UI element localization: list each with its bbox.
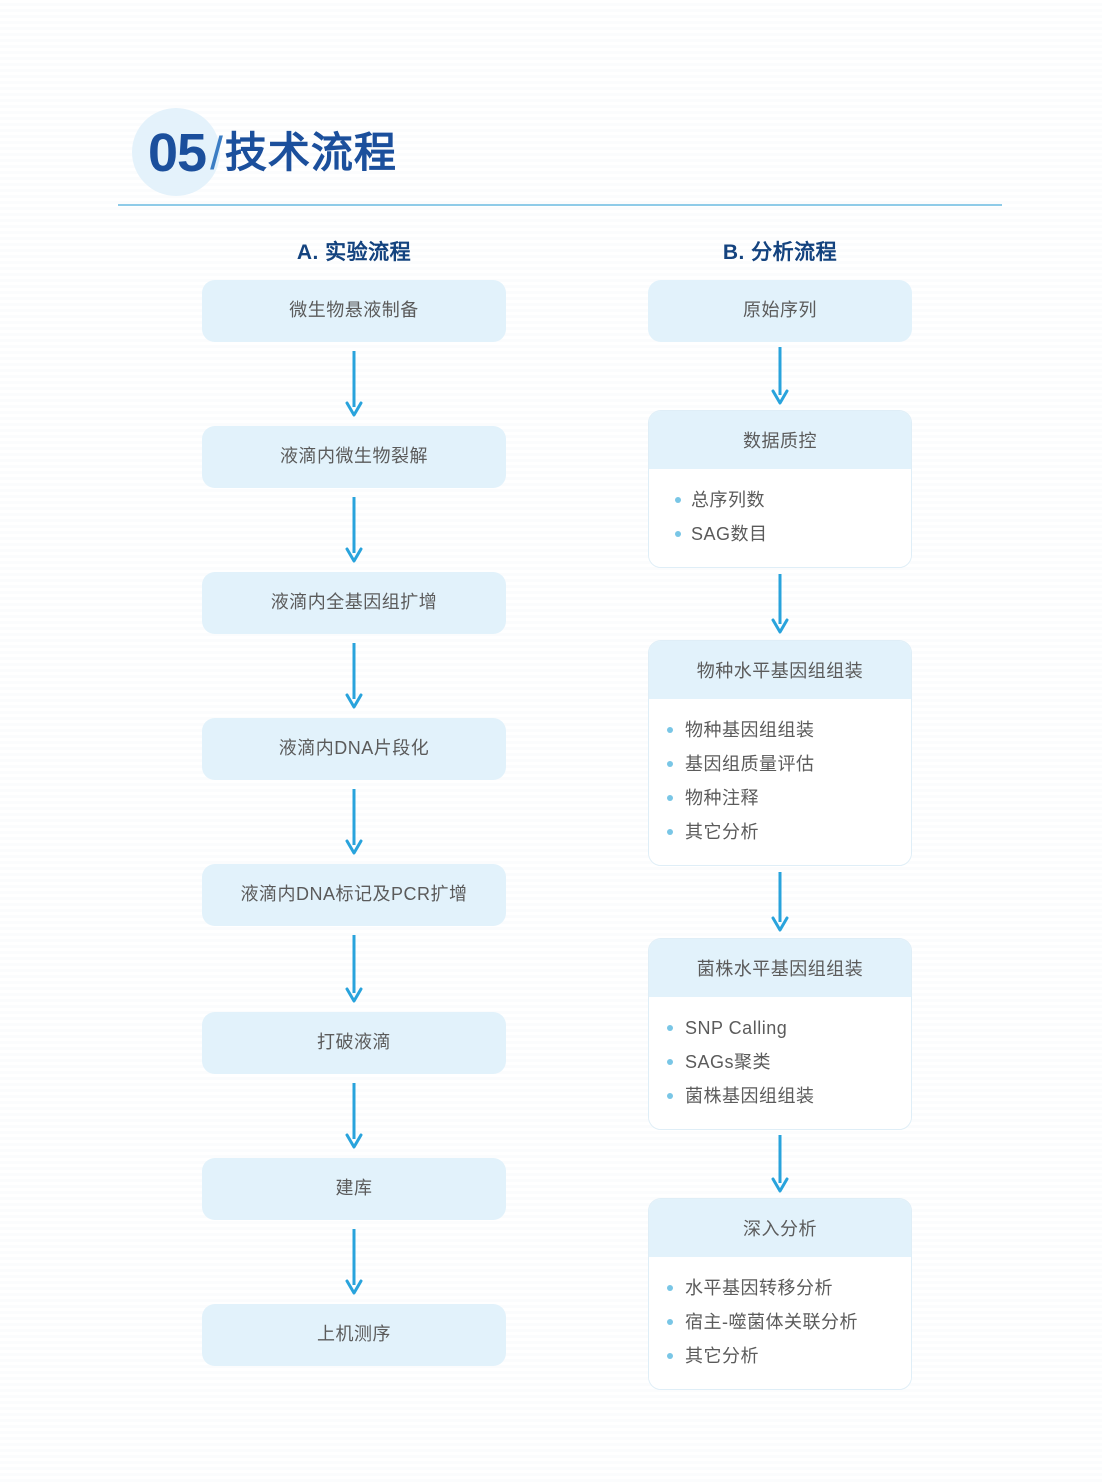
- bullet-dot-icon: [667, 795, 673, 801]
- bullet-dot-icon: [675, 531, 681, 537]
- section-number: 05: [148, 123, 207, 183]
- bullet-dot-icon: [667, 1059, 673, 1065]
- card-header: 数据质控: [649, 411, 911, 469]
- list-item-label: 基因组质量评估: [685, 754, 815, 774]
- arrow-down-icon: [202, 342, 506, 426]
- step-label: 打破液滴: [317, 1032, 391, 1053]
- bullet-dot-icon: [667, 727, 673, 733]
- step-box[interactable]: 微生物悬液制备: [202, 280, 506, 342]
- arrow-down-icon: [648, 1130, 912, 1198]
- header-text-group: 05 / 技术流程: [148, 114, 397, 192]
- bullet-dot-icon: [675, 497, 681, 503]
- step-label: 微生物悬液制备: [289, 300, 419, 321]
- column-analysis-flow: B. 分析流程 原始序列 数据质控 总序列数 SAG数目 物种水平基因组组装 物…: [648, 236, 912, 1390]
- bullet-dot-icon: [667, 1353, 673, 1359]
- card-title: 物种水平基因组组装: [696, 661, 864, 681]
- analysis-card[interactable]: 物种水平基因组组装 物种基因组组装 基因组质量评估 物种注释 其它分析: [648, 640, 912, 866]
- arrow-down-icon: [202, 488, 506, 572]
- header-circle-decoration: [132, 108, 220, 196]
- column-title-b: B. 分析流程: [722, 241, 838, 264]
- arrow-down-icon: [202, 634, 506, 718]
- card-item-list: 水平基因转移分析 宿主-噬菌体关联分析 其它分析: [649, 1271, 911, 1373]
- step-label: 上机测序: [317, 1324, 391, 1345]
- card-header: 菌株水平基因组组装: [649, 939, 911, 997]
- list-item[interactable]: 物种基因组组装: [649, 713, 911, 747]
- list-item-label: 其它分析: [685, 822, 759, 842]
- list-item[interactable]: 菌株基因组组装: [649, 1079, 911, 1113]
- analysis-card[interactable]: 数据质控 总序列数 SAG数目: [648, 410, 912, 568]
- analysis-card[interactable]: 深入分析 水平基因转移分析 宿主-噬菌体关联分析 其它分析: [648, 1198, 912, 1390]
- list-item-label: SNP Calling: [685, 1018, 788, 1038]
- page-title: 技术流程: [224, 129, 397, 176]
- step-label: 原始序列: [743, 300, 817, 321]
- card-item-list: SNP Calling SAGs聚类 菌株基因组组装: [649, 1011, 911, 1113]
- column-experimental-flow: A. 实验流程 微生物悬液制备 液滴内微生物裂解 液滴内全基因组扩增 液滴内DN…: [202, 236, 506, 1366]
- arrow-down-icon: [202, 926, 506, 1012]
- card-item-list: 总序列数 SAG数目: [649, 483, 911, 551]
- column-title-a: A. 实验流程: [296, 241, 412, 264]
- list-item[interactable]: 水平基因转移分析: [649, 1271, 911, 1305]
- arrow-down-icon: [202, 1074, 506, 1158]
- step-label: 液滴内DNA片段化: [278, 738, 430, 759]
- card-title: 数据质控: [743, 431, 817, 451]
- list-item[interactable]: SAGs聚类: [649, 1045, 911, 1079]
- list-item[interactable]: 其它分析: [649, 815, 911, 849]
- list-item[interactable]: SAG数目: [649, 517, 911, 551]
- card-item-list: 物种基因组组装 基因组质量评估 物种注释 其它分析: [649, 713, 911, 849]
- bullet-dot-icon: [667, 1285, 673, 1291]
- card-header: 深入分析: [649, 1199, 911, 1257]
- list-item[interactable]: 宿主-噬菌体关联分析: [649, 1305, 911, 1339]
- list-item[interactable]: SNP Calling: [649, 1011, 911, 1045]
- card-body: SNP Calling SAGs聚类 菌株基因组组装: [649, 997, 911, 1129]
- step-box[interactable]: 液滴内DNA片段化: [202, 718, 506, 780]
- step-label: 建库: [335, 1178, 373, 1199]
- analysis-card[interactable]: 菌株水平基因组组装 SNP Calling SAGs聚类 菌株基因组组装: [648, 938, 912, 1130]
- list-item-label: 总序列数: [691, 490, 765, 510]
- step-box[interactable]: 建库: [202, 1158, 506, 1220]
- step-box[interactable]: 液滴内DNA标记及PCR扩增: [202, 864, 506, 926]
- step-box[interactable]: 打破液滴: [202, 1012, 506, 1074]
- step-box[interactable]: 液滴内全基因组扩增: [202, 572, 506, 634]
- bullet-dot-icon: [667, 1093, 673, 1099]
- arrow-down-icon: [648, 342, 912, 410]
- arrow-down-icon: [648, 568, 912, 640]
- list-item[interactable]: 其它分析: [649, 1339, 911, 1373]
- card-body: 总序列数 SAG数目: [649, 469, 911, 567]
- list-item[interactable]: 基因组质量评估: [649, 747, 911, 781]
- card-header: 物种水平基因组组装: [649, 641, 911, 699]
- bullet-dot-icon: [667, 1025, 673, 1031]
- bullet-dot-icon: [667, 1319, 673, 1325]
- list-item[interactable]: 物种注释: [649, 781, 911, 815]
- arrow-down-icon: [648, 866, 912, 938]
- list-item-label: 宿主-噬菌体关联分析: [685, 1312, 858, 1332]
- list-item-label: SAG数目: [691, 524, 768, 544]
- card-body: 水平基因转移分析 宿主-噬菌体关联分析 其它分析: [649, 1257, 911, 1389]
- header-divider: [118, 204, 1002, 206]
- section-header: 05 / 技术流程: [118, 98, 1002, 208]
- step-box[interactable]: 液滴内微生物裂解: [202, 426, 506, 488]
- list-item-label: SAGs聚类: [685, 1052, 772, 1072]
- bullet-dot-icon: [667, 829, 673, 835]
- card-title: 深入分析: [743, 1219, 817, 1239]
- card-body: 物种基因组组装 基因组质量评估 物种注释 其它分析: [649, 699, 911, 865]
- header-slash-separator: /: [210, 127, 223, 179]
- list-item-label: 水平基因转移分析: [685, 1278, 833, 1298]
- step-label: 液滴内DNA标记及PCR扩增: [240, 884, 468, 905]
- arrow-down-icon: [202, 780, 506, 864]
- list-item-label: 菌株基因组组装: [685, 1086, 815, 1106]
- list-item-label: 其它分析: [685, 1346, 759, 1366]
- step-label: 液滴内微生物裂解: [280, 446, 428, 467]
- step-label: 液滴内全基因组扩增: [270, 592, 438, 613]
- step-box[interactable]: 原始序列: [648, 280, 912, 342]
- list-item-label: 物种注释: [685, 788, 759, 808]
- arrow-down-icon: [202, 1220, 506, 1304]
- list-item-label: 物种基因组组装: [685, 720, 815, 740]
- step-box[interactable]: 上机测序: [202, 1304, 506, 1366]
- bullet-dot-icon: [667, 761, 673, 767]
- card-title: 菌株水平基因组组装: [696, 959, 864, 979]
- list-item[interactable]: 总序列数: [649, 483, 911, 517]
